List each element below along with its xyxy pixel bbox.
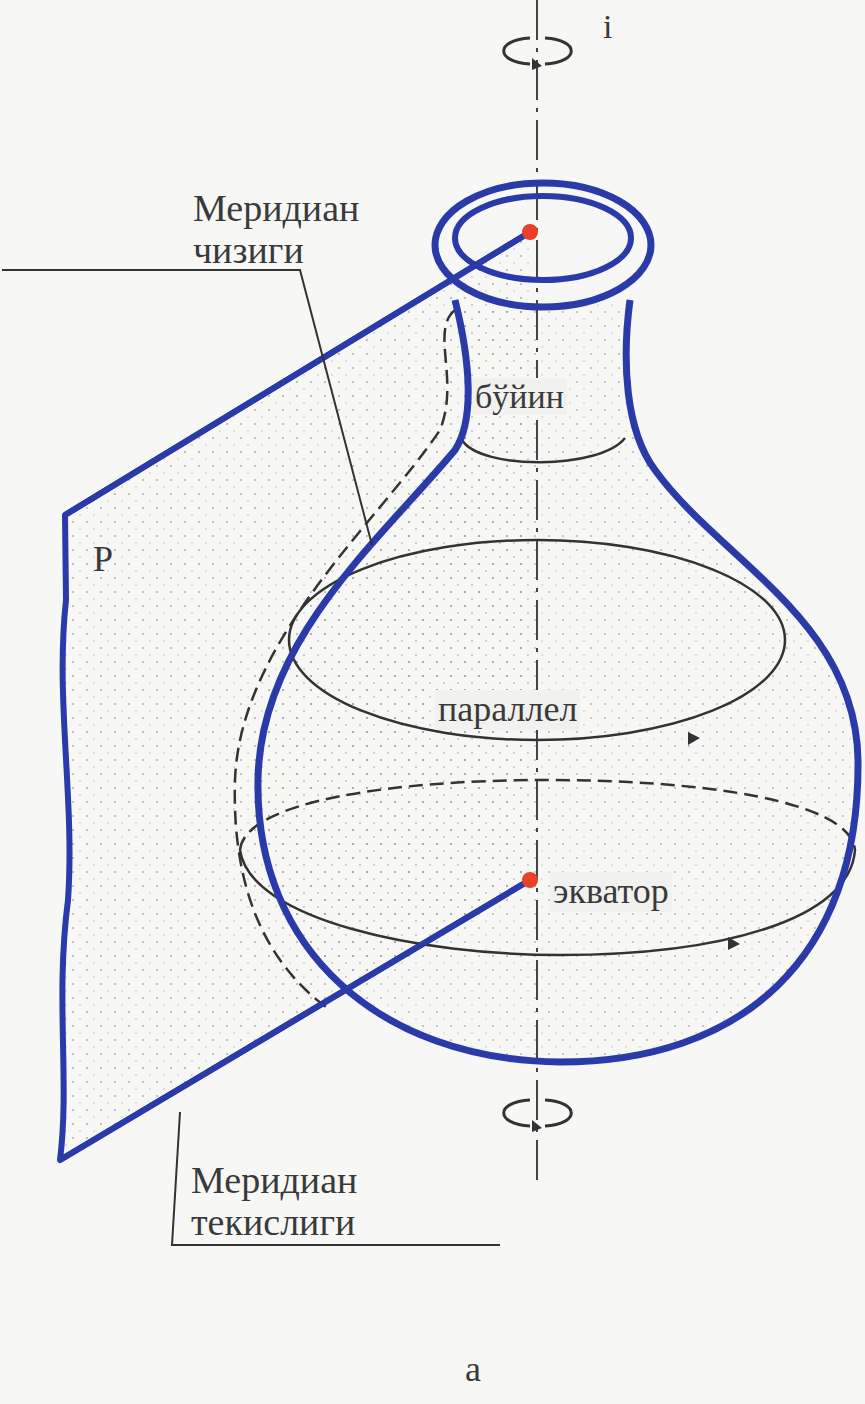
part-label: Меридиан чизиги xyxy=(190,188,396,272)
part-label: а xyxy=(462,1350,484,1390)
part-label: экватор xyxy=(550,872,672,912)
part-label: бўйин xyxy=(472,378,567,415)
part-label: P xyxy=(90,540,116,580)
part-label: параллел xyxy=(435,690,580,730)
part-label: Меридиан текислиги xyxy=(188,1160,454,1244)
part-label: i xyxy=(600,8,615,45)
